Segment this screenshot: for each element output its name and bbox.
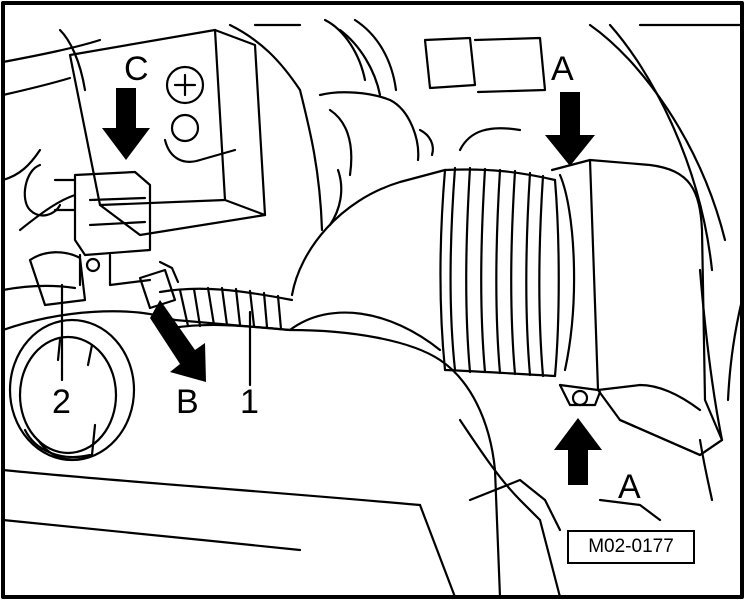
air-filter-housing [550, 158, 724, 457]
arrow-a-top [545, 92, 595, 166]
callout-a-top: A [551, 50, 574, 88]
intake-air-duct [288, 166, 560, 378]
callout-c: C [124, 50, 149, 88]
arrow-b [150, 300, 206, 382]
engine-cover [1, 310, 662, 599]
engine-component-background [1, 18, 744, 502]
sensor-connector [23, 163, 152, 307]
callout-a-bottom: A [618, 468, 641, 506]
component-box [68, 28, 267, 237]
callout-1: 1 [240, 383, 259, 421]
hose-clamp [138, 260, 180, 310]
arrow-a-bottom [554, 418, 602, 485]
callout-b: B [176, 383, 199, 421]
callout-2: 2 [52, 383, 71, 421]
figure-reference-label: M02-0177 [567, 530, 695, 564]
oil-filler-cap [8, 318, 136, 462]
arrow-c [102, 88, 150, 160]
